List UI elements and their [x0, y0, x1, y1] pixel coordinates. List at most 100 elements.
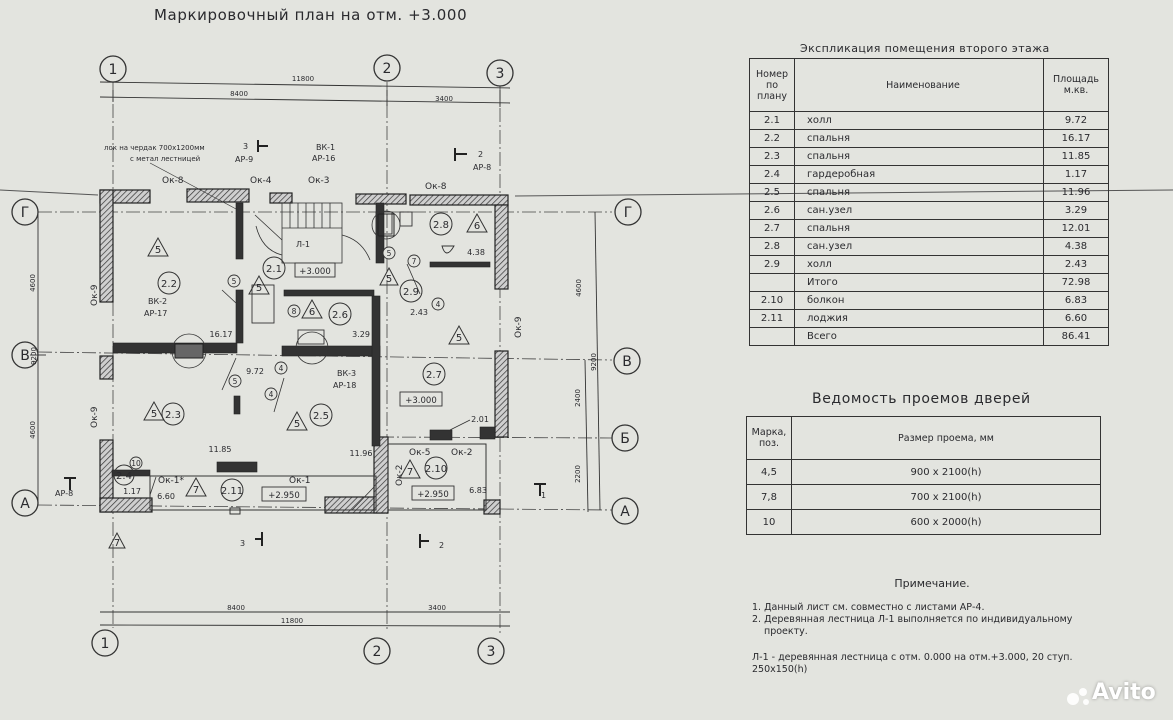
cell — [749, 327, 795, 346]
area-2-10: 6.83 — [469, 486, 487, 495]
cell: 2.9 — [749, 255, 795, 274]
vent-blocks — [171, 210, 401, 369]
axis-3-top: 3 — [496, 66, 505, 82]
balcony-outline — [149, 443, 487, 515]
door-tag-3: 4 — [269, 390, 274, 399]
dim-8400-bottom: 8400 — [227, 604, 245, 612]
window-ok9-a: Ок-9 — [90, 284, 100, 306]
cell: 1.17 — [1043, 165, 1109, 184]
area-2-11: 6.60 — [157, 492, 175, 501]
level-marks — [261, 262, 455, 502]
avito-watermark: Avito — [1092, 680, 1156, 705]
dim-11800-bottom: 11800 — [281, 617, 303, 625]
section-2: 2 — [439, 541, 444, 550]
level-1: +3.000 — [299, 267, 330, 277]
finish-tag-2: 5 — [256, 283, 262, 294]
note-1: 1. Данный лист см. совместно с листами А… — [752, 602, 985, 613]
axis-a-left: А — [20, 496, 30, 512]
col-area-header: Площадь м.кв. — [1043, 58, 1109, 112]
axis-v-right: В — [622, 354, 632, 370]
window-ok8-b: Ок-8 — [425, 182, 447, 192]
axis-2-bottom: 2 — [373, 644, 382, 660]
cell: 2.8 — [749, 237, 795, 256]
cell: сан.узел — [794, 201, 1044, 220]
ref-2: 2 — [478, 150, 483, 159]
finish-tag-8: 6 — [474, 221, 480, 232]
axis-1-top: 1 — [109, 62, 118, 78]
stair-l1 — [254, 202, 371, 264]
finish-tag-11: 7 — [114, 538, 120, 549]
note-2-line2: проекту. — [764, 626, 808, 637]
cell: 7,8 — [746, 484, 792, 510]
ref-ar8-left: АР-8 — [55, 489, 73, 498]
interior-walls — [111, 202, 496, 477]
level-3: +2.950 — [268, 491, 299, 501]
finish-tag-1: 5 — [155, 245, 161, 256]
room-2-7: 2.7 — [426, 370, 442, 381]
dim-2200-right: 2200 — [574, 465, 582, 483]
finish-tag-4: 6 — [309, 307, 315, 318]
area-2-4: 1.17 — [123, 487, 141, 496]
finish-tag-9: 7 — [193, 485, 199, 496]
cell: 2.4 — [749, 165, 795, 184]
finish-tag-10: 7 — [407, 467, 413, 478]
window-ok2-a: Ок-2 — [451, 448, 473, 458]
cell: 86.41 — [1043, 327, 1109, 346]
cell: 9.72 — [1043, 111, 1109, 130]
window-ok1-star: Ок-1* — [158, 476, 184, 486]
window-ok4: Ок-4 — [250, 176, 272, 186]
cell: лоджия — [794, 309, 1044, 328]
cell: 10 — [746, 509, 792, 535]
col-name-header: Наименование — [794, 58, 1044, 112]
door-tag-5: 4 — [436, 300, 441, 309]
area-2-5: 11.96 — [350, 449, 373, 458]
cell: 700 х 2100(h) — [791, 484, 1101, 510]
dim-8400-top: 8400 — [230, 90, 248, 98]
door-tag-8: 4 — [279, 364, 284, 373]
cell: 2.43 — [1043, 255, 1109, 274]
cell: 2.10 — [749, 291, 795, 310]
ref-ar9: АР-9 — [235, 155, 253, 164]
axis-3-bottom: 3 — [487, 644, 496, 660]
finish-triangles — [108, 212, 488, 549]
cell: спальня — [794, 129, 1044, 148]
area-2-6: 3.29 — [352, 330, 370, 339]
ref-3: 3 — [243, 142, 248, 151]
dim-9200-left: 9200 — [30, 347, 38, 365]
axis-v-left: В — [20, 348, 30, 364]
axis-a-right: А — [620, 504, 630, 520]
dimension-lines — [30, 81, 601, 627]
area-2-2: 16.17 — [210, 330, 233, 339]
room-2-8: 2.8 — [433, 220, 449, 231]
window-ok9-c: Ок-9 — [514, 316, 524, 338]
finish-tag-7: 5 — [386, 274, 392, 285]
finish-tag-5: 5 — [294, 419, 300, 430]
level-2: +3.000 — [405, 396, 436, 406]
plan-title: Маркировочный план на отм. +3.000 — [154, 6, 467, 24]
ref-vk3: ВК-3 — [337, 369, 356, 378]
area-2-3: 11.85 — [209, 445, 232, 454]
axis-1-bottom: 1 — [101, 636, 110, 652]
cell: 16.17 — [1043, 129, 1109, 148]
door-tag-6: 8 — [292, 307, 297, 316]
cell: Итого — [794, 273, 1044, 292]
cell: 2.11 — [749, 309, 795, 328]
avito-logo-icon — [1067, 688, 1089, 705]
stair-label: Л-1 — [296, 240, 310, 249]
room-2-3: 2.3 — [165, 410, 181, 421]
cell — [749, 273, 795, 292]
room-markers — [113, 212, 453, 502]
dim-9200-right: 9200 — [590, 353, 598, 371]
